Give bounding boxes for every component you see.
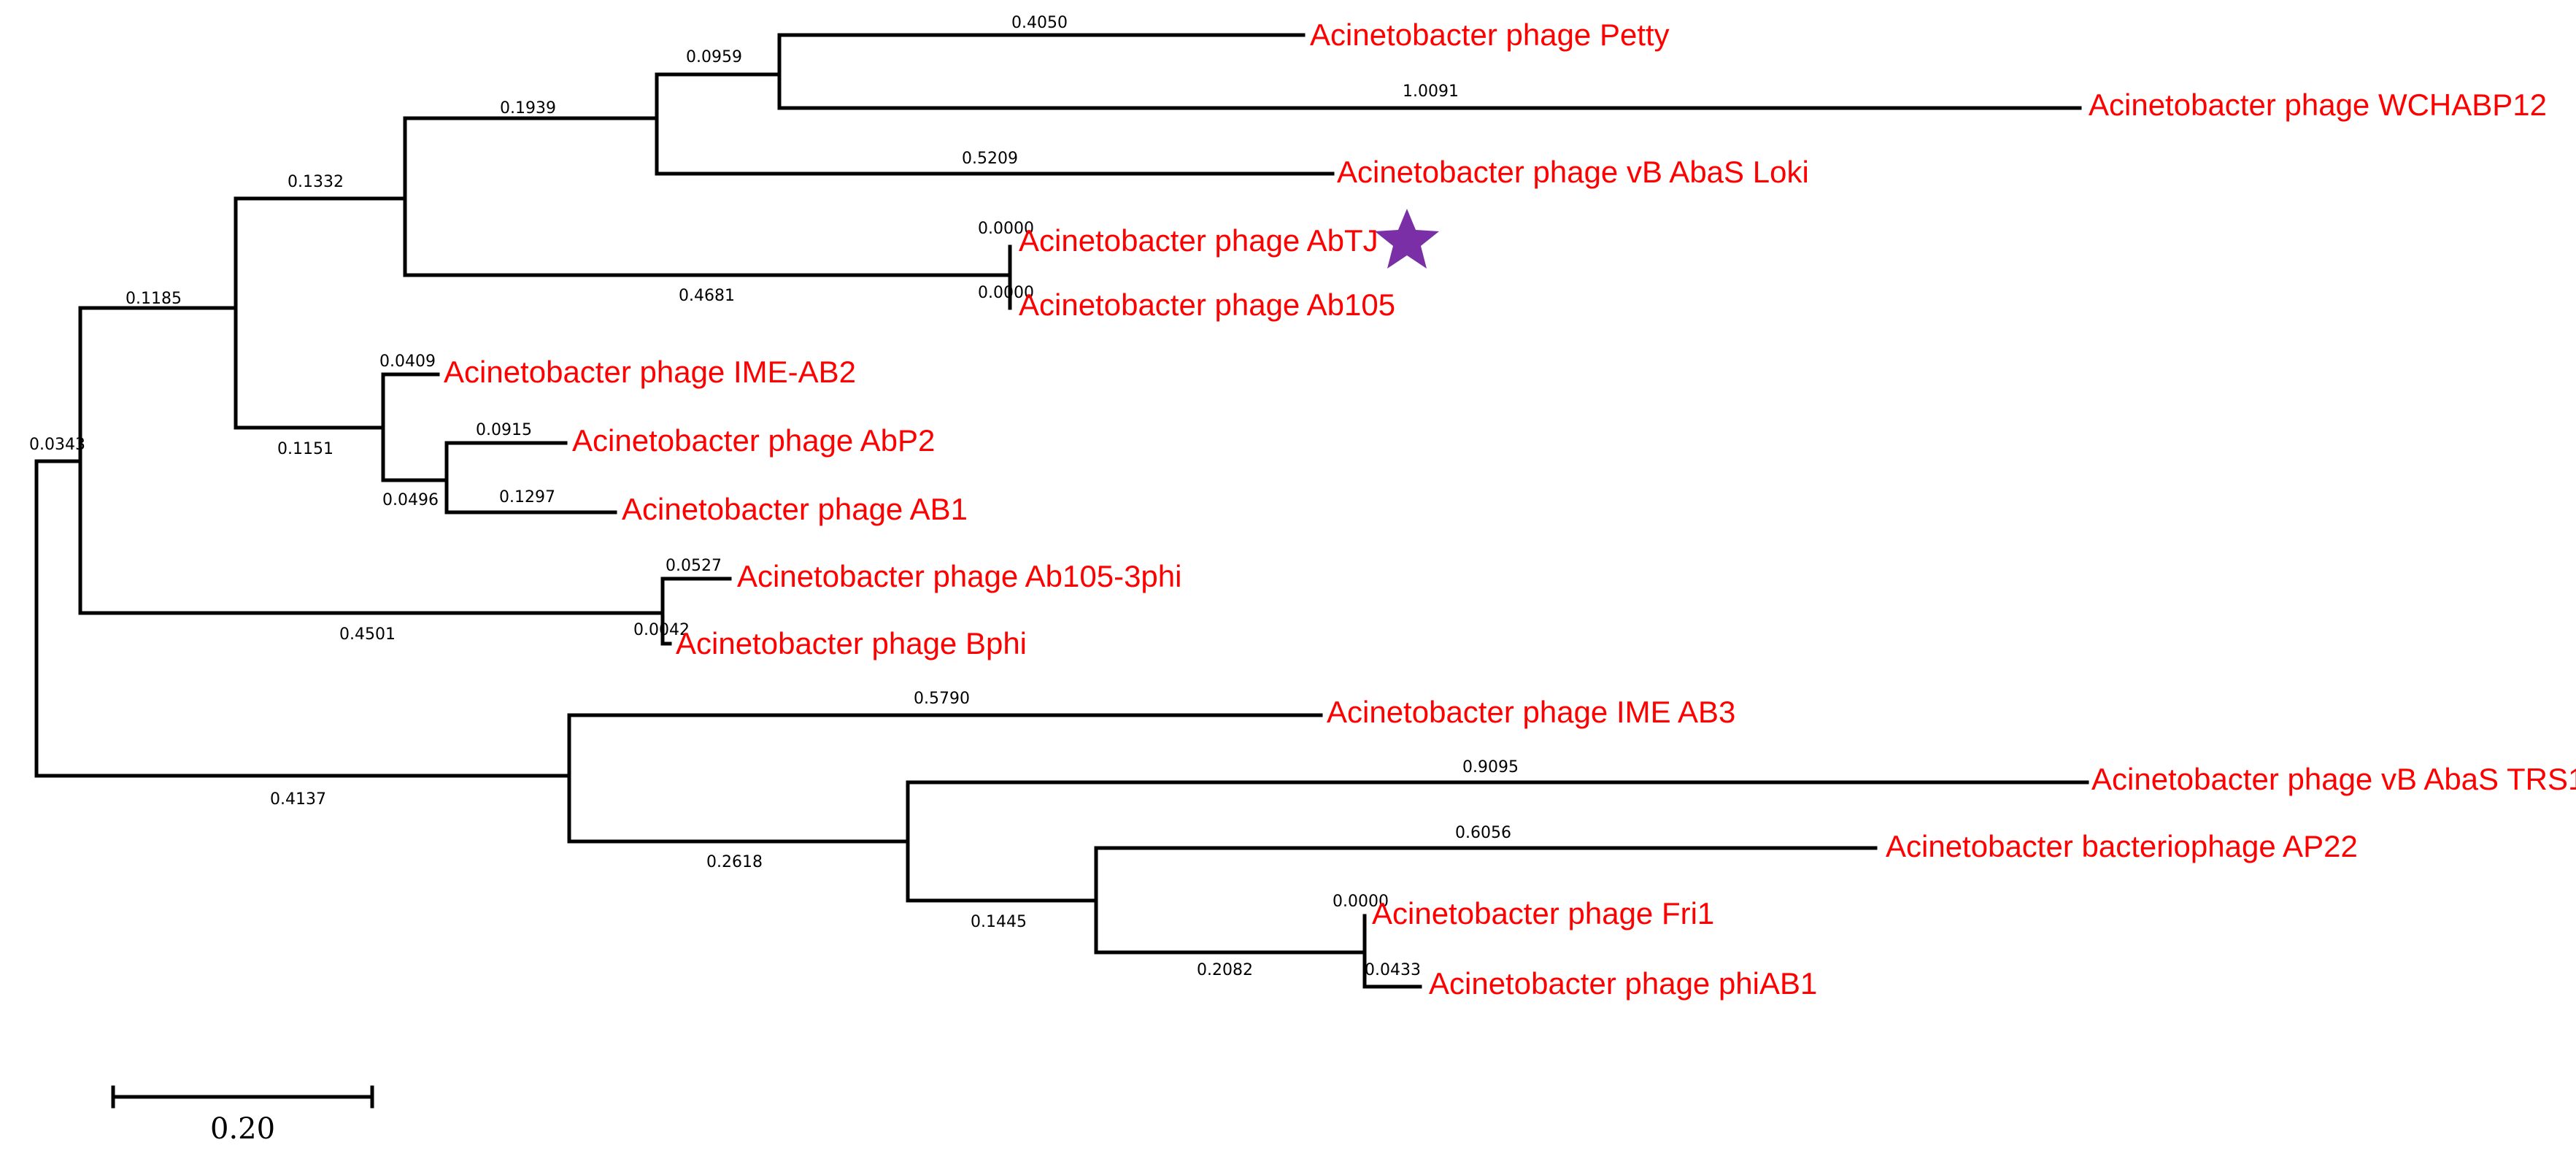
branch-length-label: 0.0343 <box>29 436 85 454</box>
branch-length-label: 0.9095 <box>1462 758 1519 776</box>
branch-length-label: 1.0091 <box>1403 82 1459 101</box>
branch-length-label: 0.0959 <box>686 48 742 66</box>
branch-length-label: 0.0042 <box>633 621 690 639</box>
leaf-label-petty: Acinetobacter phage Petty <box>1310 18 1670 52</box>
leaf-label-phiab1: Acinetobacter phage phiAB1 <box>1429 966 1817 1001</box>
branch-length-label: 0.1939 <box>500 99 556 117</box>
leaf-label-bphi: Acinetobacter phage Bphi <box>676 626 1027 660</box>
branch-length-label: 0.0000 <box>978 220 1034 238</box>
branch-length-label: 0.0915 <box>476 421 532 439</box>
branch-length-label: 0.1151 <box>277 440 333 458</box>
branch-length-label: 0.4050 <box>1011 14 1068 32</box>
tree-branches <box>34 33 2089 989</box>
branch-length-label: 0.4501 <box>339 625 396 644</box>
leaf-label-trs1: Acinetobacter phage vB AbaS TRS1 <box>2091 762 2576 796</box>
branch-length-label: 0.0000 <box>978 284 1034 302</box>
leaf-label-ap22: Acinetobacter bacteriophage AP22 <box>1886 829 2358 863</box>
leaf-label-fri1: Acinetobacter phage Fri1 <box>1372 896 1714 930</box>
leaf-label-ab105: Acinetobacter phage Ab105 <box>1019 288 1395 322</box>
branch-length-label: 0.1185 <box>126 290 182 308</box>
branch-length-label: 0.6056 <box>1455 824 1511 842</box>
branch-length-label: 0.0000 <box>1333 893 1389 911</box>
star-icon <box>1375 209 1439 269</box>
leaf-label-ab1: Acinetobacter phage AB1 <box>622 492 968 526</box>
leaf-label-imeab3: Acinetobacter phage IME AB3 <box>1327 695 1735 729</box>
leaf-labels: Acinetobacter phage Petty Acinetobacter … <box>444 18 2576 1001</box>
leaf-label-abp2: Acinetobacter phage AbP2 <box>572 423 935 458</box>
scale-bar-label: 0.20 <box>210 1112 275 1146</box>
branch-length-label: 0.4137 <box>270 790 326 809</box>
branch-length-label: 0.4681 <box>679 287 735 305</box>
leaf-label-loki: Acinetobacter phage vB AbaS Loki <box>1337 155 1809 189</box>
leaf-label-imeab2: Acinetobacter phage IME-AB2 <box>444 355 856 389</box>
branch-length-label: 0.0527 <box>666 557 722 575</box>
branch-length-label: 0.5209 <box>962 150 1018 168</box>
leaf-label-wchabp12: Acinetobacter phage WCHABP12 <box>2089 88 2547 122</box>
branch-length-label: 0.0409 <box>379 352 436 371</box>
branch-length-label: 0.1297 <box>499 488 555 506</box>
leaf-label-abtj: Acinetobacter phage AbTJ <box>1019 223 1378 258</box>
branch-length-label: 0.2618 <box>706 853 763 871</box>
branch-length-label: 0.0496 <box>382 491 439 509</box>
branch-length-label: 0.1445 <box>971 913 1027 931</box>
branch-length-labels: 0.0343 0.4137 0.1185 0.4501 0.1332 0.115… <box>29 14 1519 979</box>
leaf-label-ab1053phi: Acinetobacter phage Ab105-3phi <box>737 559 1181 593</box>
scale-bar: 0.20 <box>111 1085 374 1146</box>
branch-length-label: 0.5790 <box>914 690 970 708</box>
branch-length-label: 0.0433 <box>1365 961 1421 979</box>
branch-length-label: 0.2082 <box>1197 961 1253 979</box>
branch-length-label: 0.1332 <box>288 173 344 191</box>
